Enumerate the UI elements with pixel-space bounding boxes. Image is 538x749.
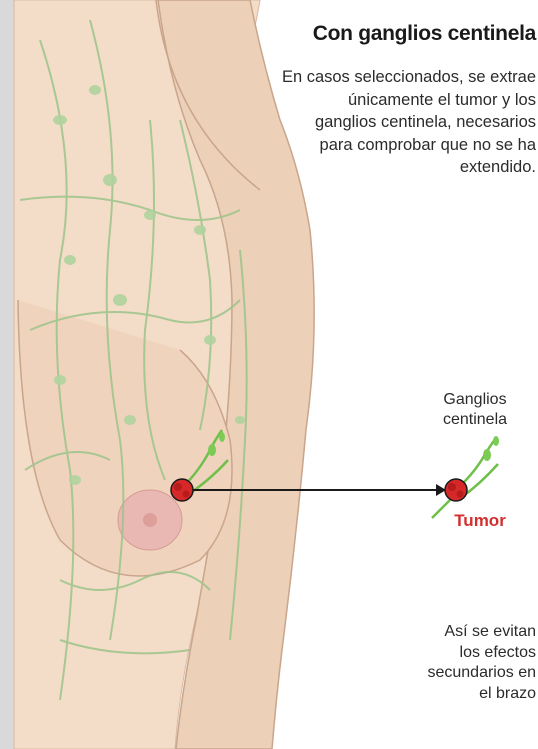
detail-sentinel-nodes [483, 436, 499, 461]
side-effects-note: Así se evitan los efectos secundarios en… [360, 622, 536, 704]
description-line: extendido. [232, 156, 536, 179]
side-effects-note-line: los efectos [360, 643, 536, 664]
left-border-panel [0, 0, 14, 749]
description-paragraph: En casos seleccionados, se extrae únicam… [232, 66, 536, 179]
tumor-on-body [171, 479, 193, 501]
side-effects-note-line: Así se evitan [360, 622, 536, 643]
side-effects-note-line: secundarios en [360, 663, 536, 684]
detail-tumor [445, 479, 467, 501]
tumor-label: Tumor [440, 511, 520, 531]
side-effects-note-line: el brazo [360, 684, 536, 705]
description-line: ganglios centinela, necesarios [232, 111, 536, 134]
section-title: Con ganglios centinela [240, 22, 536, 46]
nipple [143, 513, 157, 527]
sentinel-nodes-label-line: Ganglios [420, 390, 530, 410]
description-line: únicamente el tumor y los [232, 89, 536, 112]
sentinel-nodes-label: Ganglios centinela [420, 390, 530, 430]
description-line: para comprobar que no se ha [232, 134, 536, 157]
description-line: En casos seleccionados, se extrae [232, 66, 536, 89]
sentinel-nodes-label-line: centinela [420, 410, 530, 430]
